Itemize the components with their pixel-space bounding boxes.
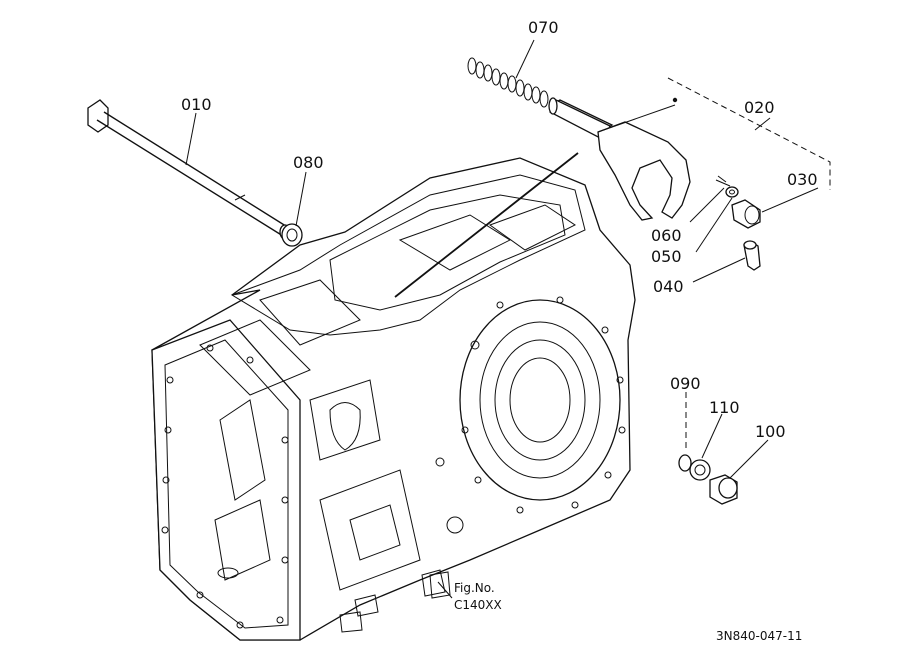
label-110: 110 bbox=[709, 398, 740, 417]
drawing-code: 3N840-047-11 bbox=[716, 629, 802, 643]
part-020-shift-fork bbox=[548, 77, 831, 221]
label-100: 100 bbox=[755, 422, 786, 441]
label-030: 030 bbox=[787, 170, 818, 189]
part-110-oring bbox=[689, 459, 711, 481]
part-090-shim bbox=[678, 454, 692, 472]
label-050: 050 bbox=[651, 247, 682, 266]
label-010: 010 bbox=[181, 95, 212, 114]
flange-bolt-holes bbox=[161, 344, 289, 629]
label-020: 020 bbox=[744, 98, 775, 117]
part-labels: 010 080 070 020 030 060 050 040 090 110 … bbox=[181, 18, 818, 441]
rear-bolt-holes bbox=[435, 296, 626, 514]
part-070-spring bbox=[467, 57, 549, 108]
figure-number-value: C140XX bbox=[454, 598, 502, 612]
part-050-washer bbox=[725, 186, 739, 198]
figure-number-label: Fig.No. bbox=[454, 581, 495, 595]
label-040: 040 bbox=[653, 277, 684, 296]
leader-lines bbox=[185, 39, 819, 599]
transmission-case bbox=[151, 157, 636, 641]
label-060: 060 bbox=[651, 226, 682, 245]
part-100-plug bbox=[709, 474, 738, 505]
label-090: 090 bbox=[670, 374, 701, 393]
label-070: 070 bbox=[528, 18, 559, 37]
part-060-cotter bbox=[715, 175, 731, 187]
part-030-cap bbox=[731, 199, 761, 229]
part-040-pin bbox=[743, 240, 761, 271]
label-080: 080 bbox=[293, 153, 324, 172]
part-080-bushing bbox=[281, 223, 303, 247]
part-010-shaft bbox=[87, 99, 291, 240]
